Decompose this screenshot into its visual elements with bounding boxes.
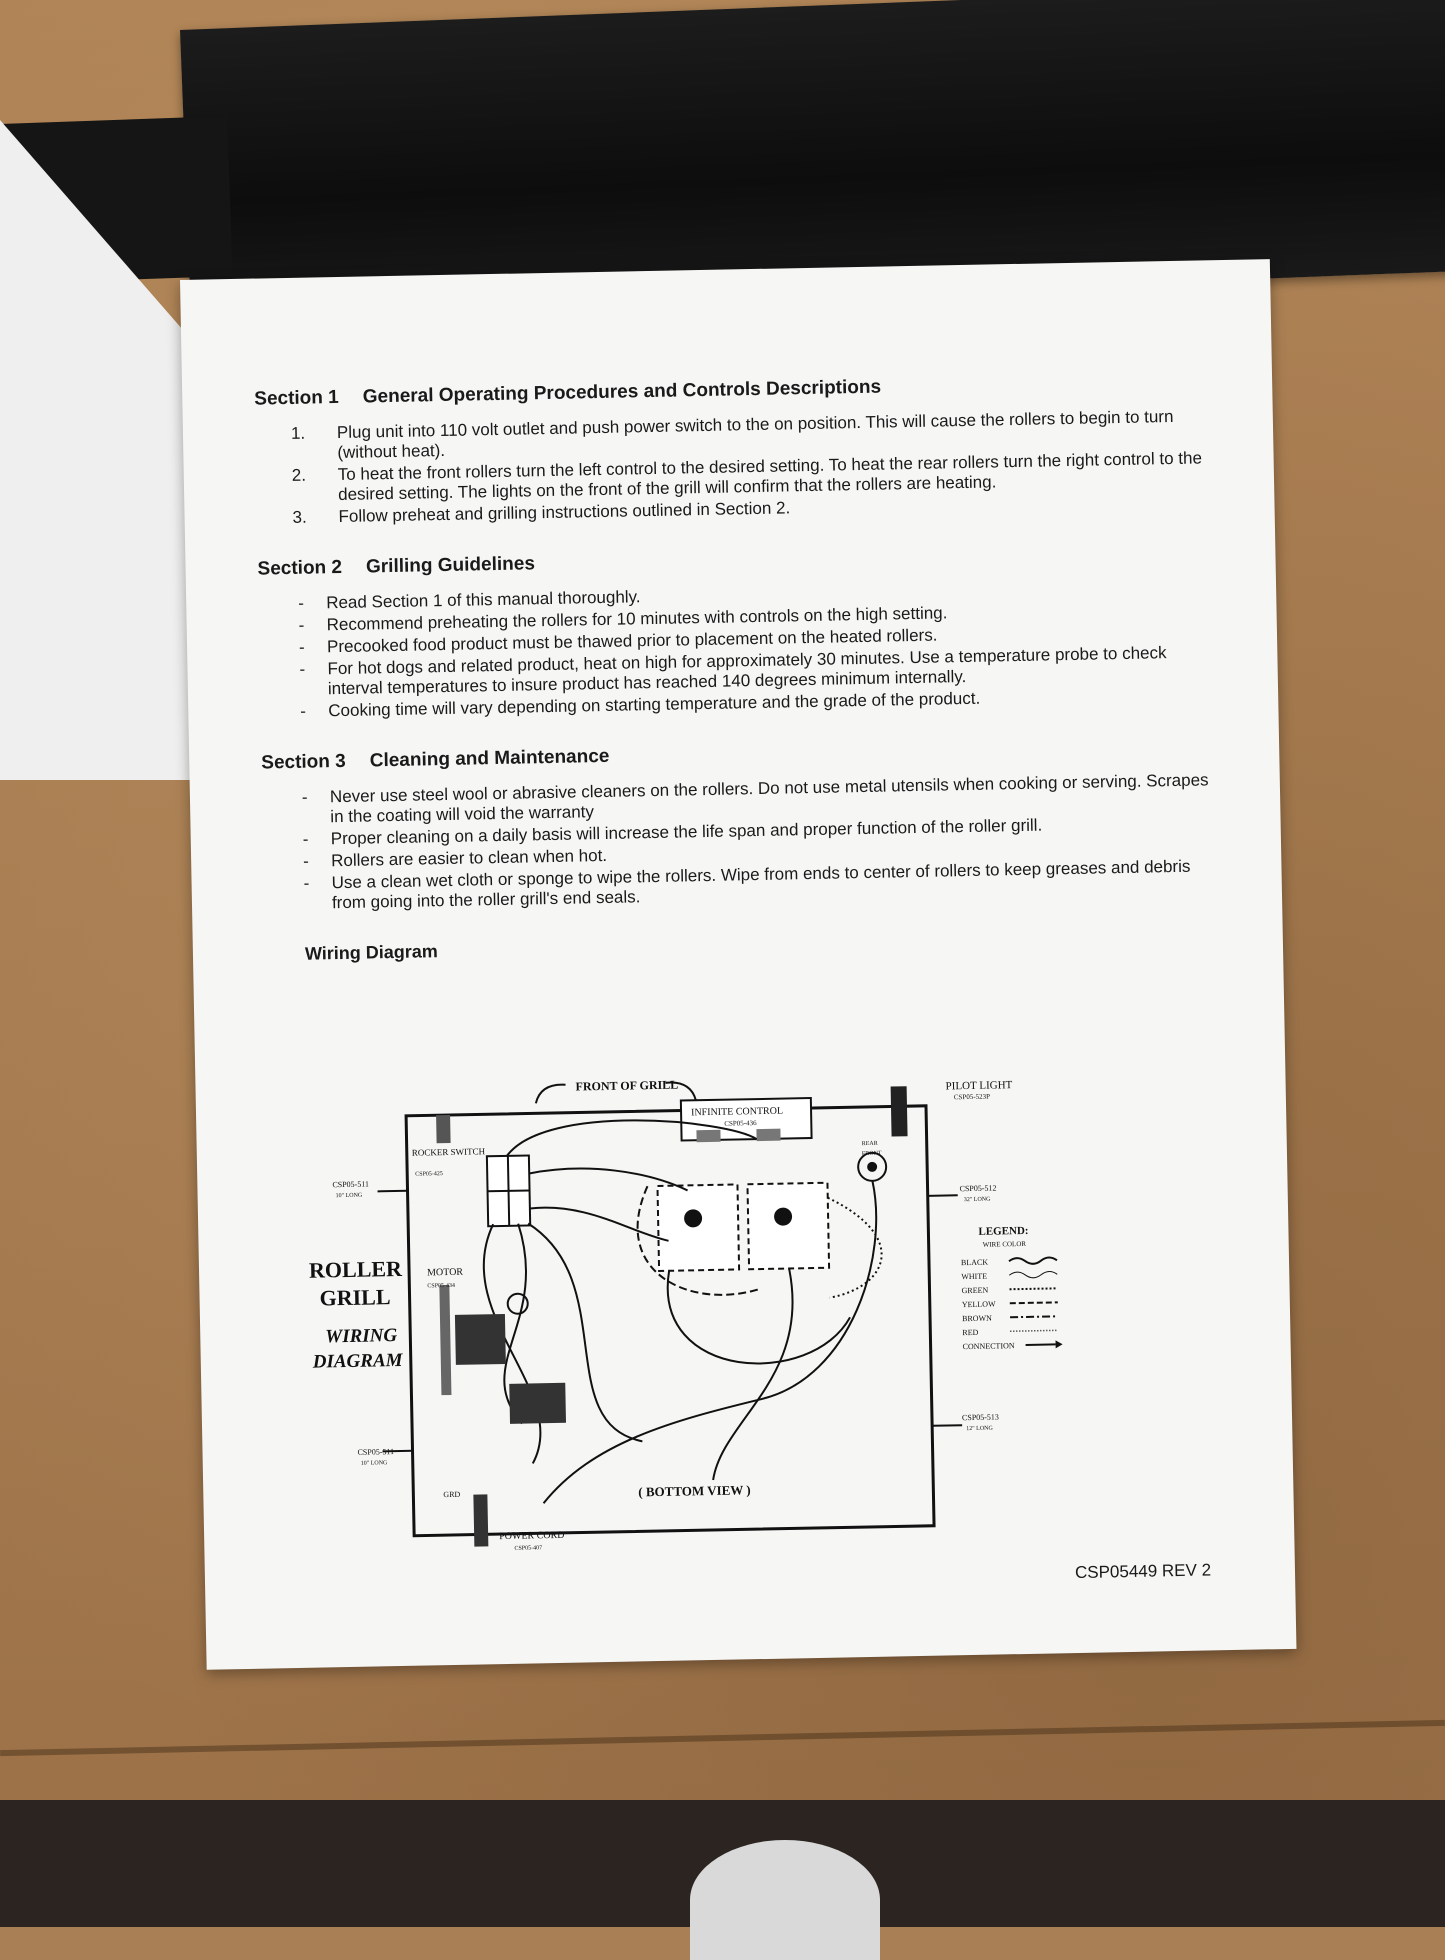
shoe xyxy=(690,1840,880,1960)
wire-left-top-part: CSP05-511 xyxy=(332,1180,369,1190)
rear-control xyxy=(746,1181,831,1271)
legend-white: WHITE xyxy=(961,1272,987,1281)
power-cord-icon xyxy=(473,1494,489,1547)
legend: BLACK WHITE GREEN YELLOW BROWN RED CONNE… xyxy=(961,1256,1063,1351)
infinite-control-label: INFINITE CONTROL xyxy=(691,1106,783,1119)
section1-list: 1.Plug unit into 110 volt outlet and pus… xyxy=(255,406,1217,528)
pilot-light-icon xyxy=(890,1086,908,1137)
infinite-control-part: CSP05-436 xyxy=(724,1119,757,1128)
control-knob-icon xyxy=(684,1209,703,1228)
section2-list: -Read Section 1 of this manual thoroughl… xyxy=(258,576,1220,722)
arrow-icon xyxy=(665,1081,697,1101)
legend-red: RED xyxy=(962,1328,978,1337)
manual-page: Section 1 General Operating Procedures a… xyxy=(180,259,1297,1670)
wiring-diagram-heading: Wiring Diagram xyxy=(304,941,438,964)
wiring-label: WIRING xyxy=(325,1325,397,1347)
terminal-icon xyxy=(756,1128,781,1142)
section3-heading: Section 3 Cleaning and Maintenance xyxy=(261,734,1221,774)
page-content: Section 1 General Operating Procedures a… xyxy=(254,370,1225,975)
section2-title: Grilling Guidelines xyxy=(365,553,536,578)
rear-label: REAR xyxy=(862,1141,878,1147)
wire-left-bottom-length: 10" LONG xyxy=(361,1460,388,1467)
motor-icon xyxy=(454,1313,506,1365)
arrow-icon xyxy=(534,1083,566,1104)
power-cord-part: CSP05-407 xyxy=(514,1545,542,1552)
motor-bracket xyxy=(439,1285,452,1396)
pilot-light-part: CSP05-523P xyxy=(954,1093,990,1102)
front-control xyxy=(656,1183,741,1273)
wire-right-bottom-part: CSP05-513 xyxy=(962,1412,999,1422)
section3-title: Cleaning and Maintenance xyxy=(369,745,610,772)
rocker-switch-label: ROCKER SWITCH xyxy=(412,1146,486,1157)
section3-list: -Never use steel wool or abrasive cleane… xyxy=(262,770,1224,914)
legend-title: LEGEND: xyxy=(978,1225,1028,1238)
rocker-switch-icon xyxy=(436,1114,451,1144)
roller-label: ROLLER xyxy=(309,1256,403,1283)
section2-number: Section 2 xyxy=(257,556,343,580)
section1-title: General Operating Procedures and Control… xyxy=(362,376,882,408)
power-cord-label: POWER CORD xyxy=(499,1530,564,1542)
terminal-icon xyxy=(696,1129,721,1143)
section1-heading: Section 1 General Operating Procedures a… xyxy=(254,370,1214,410)
legend-connection: CONNECTION xyxy=(963,1341,1015,1351)
bottom-view-label: ( BOTTOM VIEW ) xyxy=(638,1482,751,1499)
transformer-icon xyxy=(509,1382,567,1424)
grill-outline xyxy=(404,1104,936,1538)
diagram-label: DIAGRAM xyxy=(312,1350,404,1373)
legend-yellow: YELLOW xyxy=(962,1300,996,1310)
fan-icon xyxy=(506,1292,529,1315)
legend-black: BLACK xyxy=(961,1258,989,1268)
front-of-grill-label: FRONT OF GRILL xyxy=(575,1078,678,1094)
legend-green: GREEN xyxy=(961,1286,988,1296)
document-id: CSP05449 REV 2 xyxy=(1074,1560,1212,1583)
grill-label: GRILL xyxy=(319,1284,390,1310)
wire-left-bottom-part: CSP05-511 xyxy=(357,1447,394,1457)
motor-part: CSP05-434 xyxy=(427,1283,455,1290)
wire-right-top-length: 32" LONG xyxy=(964,1197,991,1204)
wire-right-top-part: CSP05-512 xyxy=(960,1183,997,1193)
rocker-switch-part: CSP05-425 xyxy=(415,1171,443,1178)
section3-number: Section 3 xyxy=(261,750,346,774)
motor-label: MOTOR xyxy=(427,1267,463,1279)
front-label: FRONT xyxy=(862,1151,882,1157)
wire-left-top-length: 10" LONG xyxy=(336,1193,363,1200)
legend-brown: BROWN xyxy=(962,1314,992,1324)
section1-number: Section 1 xyxy=(254,386,339,410)
control-knob-icon xyxy=(774,1207,793,1226)
section2-heading: Section 2 Grilling Guidelines xyxy=(257,540,1217,580)
grd-label: GRD xyxy=(443,1490,460,1499)
pilot-light-label: PILOT LIGHT xyxy=(946,1079,1013,1092)
arrow-icon xyxy=(1025,1343,1056,1346)
wiring-diagram: FRONT OF GRILL INFINITE CONTROL CSP05-43… xyxy=(309,1078,1063,1552)
legend-subtitle: WIRE COLOR xyxy=(983,1240,1027,1249)
wire-right-bottom-length: 12" LONG xyxy=(966,1426,993,1433)
